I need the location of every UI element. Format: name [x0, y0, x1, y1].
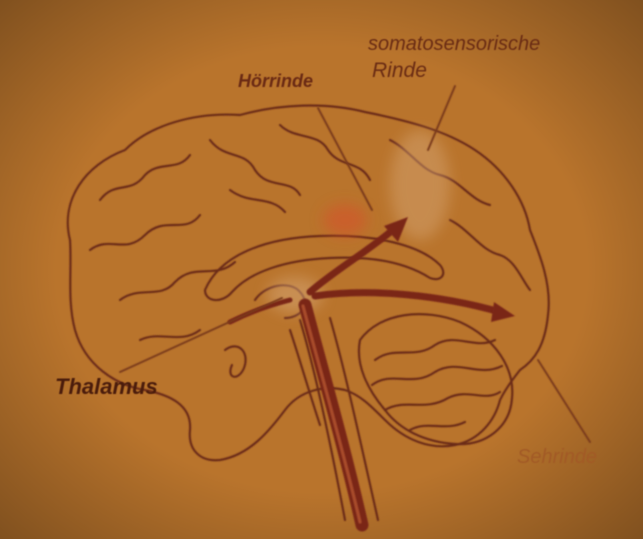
label-auditory-cortex: Hörrinde — [238, 72, 313, 90]
label-thalamus: Thalamus — [55, 376, 158, 398]
label-somatosensory-line2: Rinde — [372, 60, 427, 81]
auditory-cortex-highlight — [323, 204, 367, 236]
label-visual-cortex: Sehrinde — [517, 447, 597, 467]
label-somatosensory-line1: somatosensorische — [368, 34, 540, 54]
